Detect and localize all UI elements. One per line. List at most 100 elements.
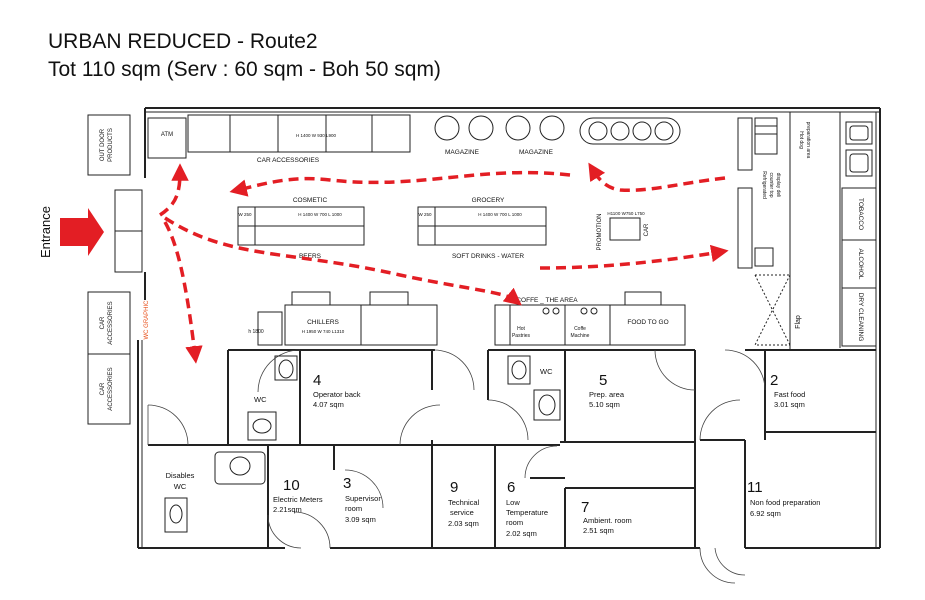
disabled-wc-label-1: Disables — [166, 471, 195, 480]
svg-text:2.02 sqm: 2.02 sqm — [506, 529, 537, 538]
svg-text:OUT DOOR: OUT DOOR — [100, 128, 106, 161]
svg-text:Supervisor: Supervisor — [345, 494, 381, 503]
shelf-dims-label: H 1400 W 930 L900 — [296, 133, 337, 138]
right-counter — [737, 112, 841, 350]
svg-text:Technical: Technical — [448, 498, 480, 507]
svg-text:2.51 sqm: 2.51 sqm — [583, 526, 614, 535]
hot-pastries-label-1: Hot — [517, 326, 525, 332]
atm: ATM — [147, 117, 187, 159]
cosmetic-label: COSMETIC — [293, 197, 328, 204]
h1800-label: h 1800 — [248, 329, 264, 335]
gondola-dims-a: H 1400 W 700 L 1000 — [298, 212, 342, 217]
svg-text:ACCESSORIES: ACCESSORIES — [108, 301, 114, 344]
svg-text:Electric Meters: Electric Meters — [273, 495, 323, 504]
svg-text:2.03 sqm: 2.03 sqm — [448, 519, 479, 528]
car-accessories-label: CAR ACCESSORIES — [257, 157, 320, 164]
svg-text:5: 5 — [599, 372, 607, 389]
wc-label-1: WC — [254, 395, 267, 404]
wc-fixtures — [164, 355, 561, 533]
beers-label: BEERS — [299, 253, 322, 260]
svg-text:3.01 sqm: 3.01 sqm — [774, 400, 805, 409]
coffee-area-label: COFFE _ THE AREA — [516, 297, 578, 304]
svg-text:room: room — [506, 518, 523, 527]
w250-label-a: W 250 — [238, 212, 252, 217]
room-11: 11 Non food preparation 6.92 sqm — [747, 479, 820, 518]
svg-text:7: 7 — [581, 499, 589, 516]
interior-walls — [148, 349, 876, 548]
cosmetic-beers-gondola — [237, 206, 365, 246]
promotion-dims-label: H1100 W750 L750 — [607, 211, 645, 216]
room-9: 9 Technical service 2.03 sqm — [448, 479, 480, 528]
svg-text:service: service — [450, 508, 474, 517]
title-line-2: Tot 110 sqm (Serv : 60 sqm - Boh 50 sqm) — [48, 58, 441, 81]
sinks — [845, 121, 873, 177]
room-10: 10 Electric Meters 2.21sqm — [273, 477, 323, 514]
chillers-unit — [257, 291, 438, 346]
promotion-label: PROMOTION — [597, 214, 603, 251]
chillers-dims-label: H 1950 W 740 L1310 — [302, 329, 345, 334]
coffee-counter — [494, 291, 686, 346]
svg-text:2.21sqm: 2.21sqm — [273, 505, 302, 514]
room-4: 4 Operator back 4.07 sqm — [313, 372, 361, 409]
magazine-racks — [434, 115, 565, 141]
title-line-1: URBAN REDUCED - Route2 — [48, 30, 318, 53]
svg-text:ATM: ATM — [161, 132, 173, 138]
svg-text:2: 2 — [770, 372, 778, 389]
dry-cleaning-label: DRY CLEANING — [857, 293, 864, 342]
grocery-label: GROCERY — [472, 197, 505, 204]
svg-text:CAR: CAR — [100, 382, 106, 395]
hot-dog-label-2: preparation area — [805, 122, 811, 159]
svg-text:9: 9 — [450, 479, 458, 496]
round-display-counter — [579, 117, 681, 145]
svg-text:4: 4 — [313, 372, 321, 389]
room-6: 6 Low Temperature room 2.02 sqm — [506, 479, 548, 538]
svg-text:CAR: CAR — [100, 316, 106, 329]
coffee-machine-label-2: Machine — [571, 333, 590, 339]
exterior-walls — [137, 107, 881, 549]
outdoor-products-box: OUT DOOR PRODUCTS — [87, 114, 131, 176]
svg-text:Fast food: Fast food — [774, 390, 805, 399]
svg-text:Prep. area: Prep. area — [589, 390, 625, 399]
magazine-label-1: MAGAZINE — [445, 149, 480, 156]
svg-text:Low: Low — [506, 498, 520, 507]
room-2: 2 Fast food 3.01 sqm — [770, 372, 805, 409]
gondola-dims-b: H 1400 W 700 L 1000 — [478, 212, 522, 217]
car-accessories-side-box-1: CAR ACCESSORIES — [87, 291, 131, 355]
customer-flow-arrows — [159, 162, 729, 364]
right-wall-shelves — [841, 187, 877, 347]
entrance-mat — [114, 189, 143, 273]
room-3: 3 Supervisor room 3.09 sqm — [343, 475, 381, 524]
svg-text:4.07 sqm: 4.07 sqm — [313, 400, 344, 409]
tobacco-label: TOBACCO — [857, 198, 864, 230]
svg-text:3.09 sqm: 3.09 sqm — [345, 515, 376, 524]
svg-text:Non food preparation: Non food preparation — [750, 498, 820, 507]
hot-pastries-label-2: Pastries — [512, 333, 531, 339]
chillers-label: CHILLERS — [307, 319, 339, 326]
entrance-arrow-icon — [60, 208, 104, 256]
food-to-go-label: FOOD TO GO — [627, 319, 668, 326]
svg-text:5.10 sqm: 5.10 sqm — [589, 400, 620, 409]
svg-text:ACCESSORIES: ACCESSORIES — [108, 367, 114, 410]
svg-text:11: 11 — [747, 479, 763, 496]
grocery-softdrinks-gondola — [417, 206, 547, 246]
wc-label-2: WC — [540, 367, 553, 376]
room-5: 5 Prep. area 5.10 sqm — [589, 372, 625, 409]
refrigerated-label-3: display deli — [775, 173, 781, 198]
svg-text:room: room — [345, 504, 362, 513]
svg-text:Temperature: Temperature — [506, 508, 548, 517]
disabled-wc-label-2: WC — [174, 482, 187, 491]
promotion-stand — [609, 217, 641, 241]
svg-text:Ambient. room: Ambient. room — [583, 516, 632, 525]
svg-text:PRODUCTS: PRODUCTS — [108, 128, 114, 162]
svg-text:6.92 sqm: 6.92 sqm — [750, 509, 781, 518]
refrigerated-label-2: counter top — [768, 172, 774, 197]
magazine-label-2: MAGAZINE — [519, 149, 554, 156]
flap-label: Flap — [795, 315, 802, 329]
car-accessories-side-box-2: CAR ACCESSORIES — [87, 353, 131, 425]
door-swings — [147, 349, 766, 584]
coffee-machine-label-1: Coffe — [574, 326, 586, 332]
wc-graphic-label: WC GRAPHIC — [144, 300, 150, 340]
hot-dog-label-1: Hot dog — [798, 131, 804, 149]
svg-text:10: 10 — [283, 477, 300, 494]
